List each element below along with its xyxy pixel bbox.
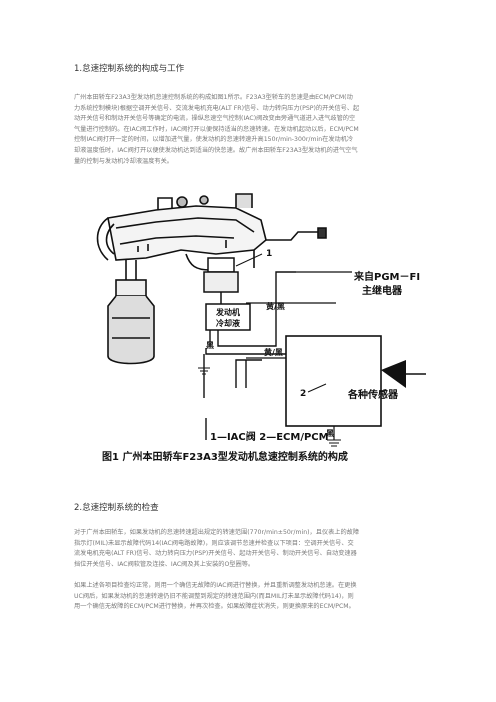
- section-2-body-2: 如果上述各项目检查均正常，则用一个确信无故障的IAC阀进行替换，并且重新调整发动…: [74, 581, 434, 613]
- body-line: 流发电机充电(ALT FR)信号、动力转向压力(PSP)开关信号、起动开关信号、…: [74, 550, 357, 558]
- relay-label: 主继电器: [362, 284, 403, 297]
- wire-label-yellow-black: 黄/黑: [266, 301, 285, 311]
- wire-label-black: 黑: [326, 428, 334, 438]
- body-line: 用一个确信无故障的ECM/PCM进行替换，并再次检查。如果故障症状消失，则更换原…: [74, 603, 355, 611]
- body-line: 控制IAC阀打开一定的时间，以增加进气量，使发动机的怠速转速升高150r/min…: [74, 136, 354, 144]
- figure-legend: 1—IAC阀 2—ECM/PCM: [210, 430, 329, 443]
- body-line: 广州本田轿车F23A3型发动机怠速控制系统的构成如图1所示。F23A3型轿车的怠…: [74, 94, 353, 101]
- wire-label-yellow-black: 黄/黑: [264, 347, 283, 357]
- body-line: 却液温度低时，IAC阀打开以便使发动机达到适当的快怠速。故广州本田轿车F23A3…: [74, 146, 358, 154]
- leader-line-1: [235, 253, 263, 267]
- body-line: 挡位开关信号、IAC阀软管及连接、IAC阀及其上安装的O型圈等。: [74, 560, 255, 568]
- body-line: 气量进行控制的。在IAC阀工作时，IAC阀打开以便保持适当的怠速转速。在发动机起…: [74, 125, 359, 133]
- sensors-label: 各种传感器: [347, 388, 399, 401]
- sensor-arrow: [381, 360, 406, 388]
- body-line: 如果上述各项目检查均正常，则用一个确信无故障的IAC阀进行替换，并且重新调整发动…: [74, 582, 357, 589]
- body-line: 量的控制与发动机冷却液温度有关。: [74, 157, 173, 165]
- section-2-title: 2.怠速控制系统的检查: [74, 503, 159, 513]
- ecm-pcm-box: [285, 335, 382, 427]
- wire-label-black: 黑: [206, 340, 214, 350]
- idle-control-diagram: 发动机 冷却液 1 来自PGM－FI 主继电器 黄/黑 黑 黄/黑 2 各种传感…: [96, 193, 426, 463]
- coolant-box: [205, 303, 251, 331]
- label-1: 1: [266, 249, 272, 259]
- relay-label: 来自PGM－FI: [353, 270, 420, 283]
- coolant-box-label: 发动机: [215, 307, 240, 317]
- section-2-body: 对于广州本田轿车，如果发动机的怠速转速超出规定的转速范围(770r/min±50…: [74, 528, 434, 570]
- section-1-title: 1.怠速控制系统的构成与工作: [74, 64, 185, 74]
- engine-intake-drawing: [96, 193, 327, 365]
- body-line: 动开关信号和制动开关信号等确定的电流，操纵怠速空气控制(IAC)阀改变由旁通气道…: [74, 115, 356, 123]
- body-line: 力系统控制模块)根据空调开关信号、交流发电机充电(ALT FR)信号、动力转向压…: [74, 104, 360, 112]
- body-line: 对于广州本田轿车，如果发动机的怠速转速超出规定的转速范围(770r/min±50…: [74, 529, 360, 536]
- body-line: 指示灯(MIL)未显示故障代码14(IAC阀电路故障)，则应该调节怠速并检查以下…: [74, 539, 354, 547]
- section-1-body: 广州本田轿车F23A3型发动机怠速控制系统的构成如图1所示。F23A3型轿车的怠…: [74, 93, 434, 167]
- coolant-box-label: 冷却液: [216, 318, 240, 328]
- body-line: UC阀后，如果发动机的怠速转速仍旧不能调整到规定的转速范围内(而且MIL灯未显示…: [74, 592, 354, 600]
- figure-caption: 图1 广州本田轿车F23A3型发动机怠速控制系统的构成: [102, 450, 348, 463]
- iac-valve: [203, 257, 239, 304]
- label-2: 2: [300, 389, 306, 399]
